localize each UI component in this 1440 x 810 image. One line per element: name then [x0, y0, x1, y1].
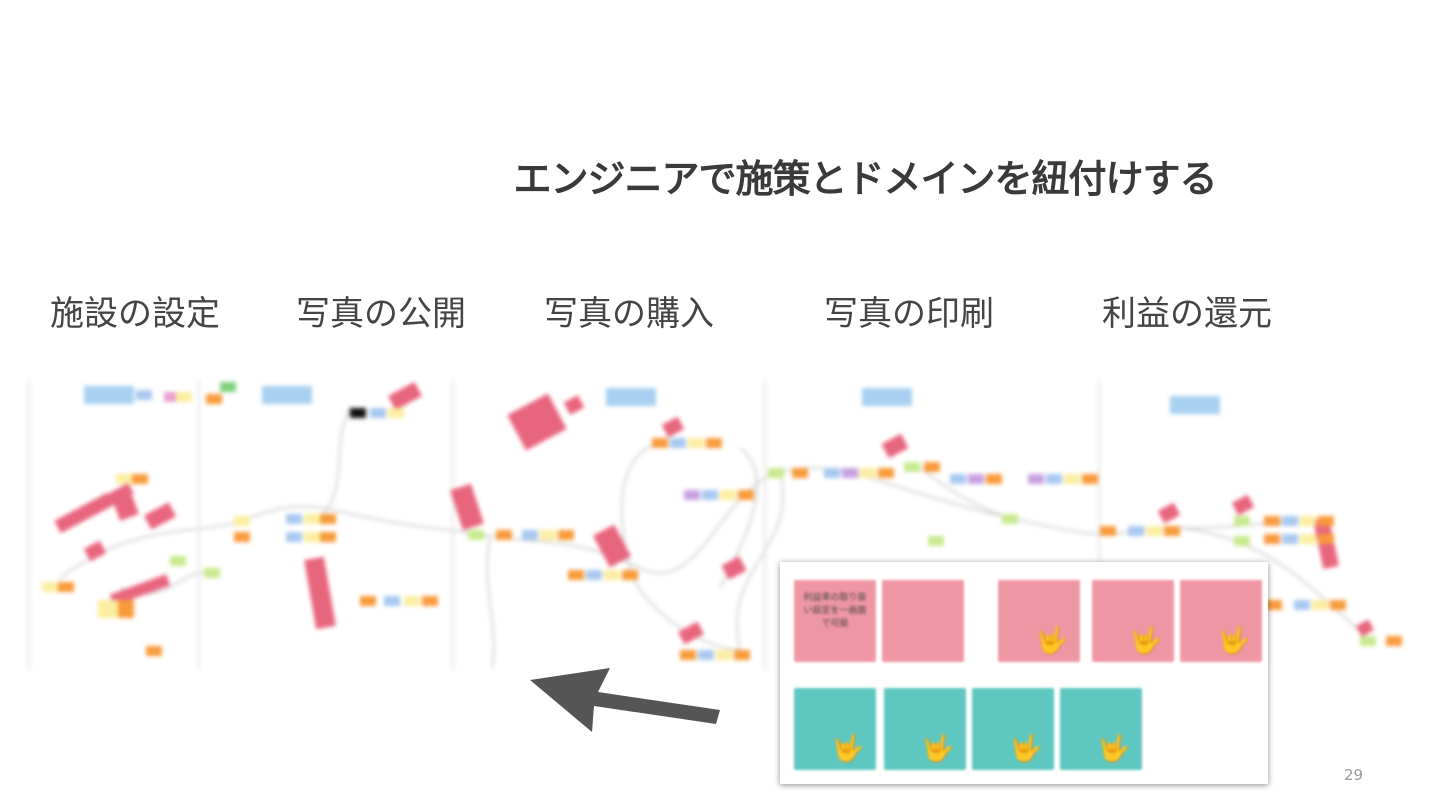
sticky-note: 🤟 — [794, 688, 876, 770]
rock-hand-icon: 🤟 — [1218, 628, 1250, 654]
sticky-note — [882, 580, 964, 662]
sticky-note: 🤟 — [998, 580, 1080, 662]
rock-hand-icon: 🤟 — [1010, 736, 1042, 762]
sticky-note-text: 利益率の取り扱い設定を一画面で可能 — [800, 592, 870, 631]
rock-hand-icon: 🤟 — [922, 736, 954, 762]
sticky-note: 🤟 — [1092, 580, 1174, 662]
phase-label-photo-print: 写真の印刷 — [824, 286, 994, 335]
sticky-note: 利益率の取り扱い設定を一画面で可能 — [794, 580, 876, 662]
slide-title: エンジニアで施策とドメインを紐付けする — [0, 148, 1440, 203]
arrow-icon — [530, 664, 730, 736]
rock-hand-icon: 🤟 — [1130, 628, 1162, 654]
rock-hand-icon: 🤟 — [1098, 736, 1130, 762]
phase-label-photo-purchase: 写真の購入 — [544, 286, 714, 335]
phase-label-photo-publish: 写真の公開 — [296, 286, 466, 335]
sticky-note: 🤟 — [972, 688, 1054, 770]
phase-label-profit-return: 利益の還元 — [1102, 286, 1272, 335]
page-number: 29 — [1344, 766, 1363, 784]
sticky-note: 🤟 — [884, 688, 966, 770]
phase-label-facility-setting: 施設の設定 — [50, 286, 220, 335]
rock-hand-icon: 🤟 — [1036, 628, 1068, 654]
zoomed-sticky-panel: 利益率の取り扱い設定を一画面で可能 🤟 🤟 🤟 🤟 🤟 🤟 — [780, 562, 1268, 784]
rock-hand-icon: 🤟 — [832, 736, 864, 762]
sticky-note: 🤟 — [1180, 580, 1262, 662]
sticky-note: 🤟 — [1060, 688, 1142, 770]
